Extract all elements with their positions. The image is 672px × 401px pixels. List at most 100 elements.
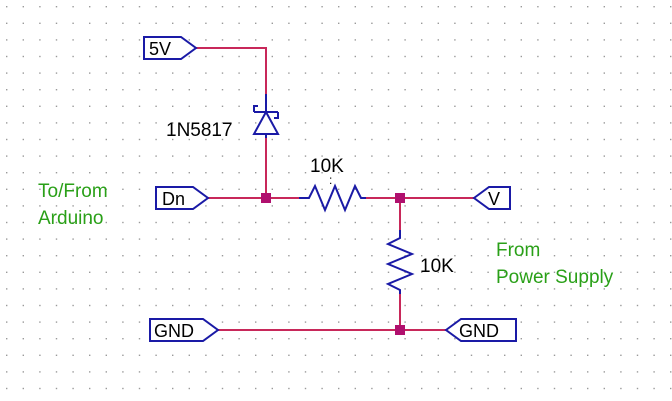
grid-dot bbox=[520, 138, 522, 141]
grid-dot bbox=[89, 39, 91, 41]
grid-dot bbox=[387, 321, 390, 323]
grid-dot bbox=[238, 138, 240, 141]
grid-dot bbox=[553, 288, 556, 290]
grid-dot bbox=[404, 39, 406, 41]
grid-dot bbox=[620, 155, 622, 157]
grid-dot bbox=[271, 387, 273, 390]
grid-dot bbox=[404, 105, 406, 107]
grid-dot bbox=[454, 338, 456, 340]
grid-dot bbox=[387, 255, 390, 257]
grid-dot bbox=[487, 55, 489, 58]
grid-dot bbox=[172, 122, 174, 124]
grid-dot bbox=[421, 221, 423, 224]
grid-dot bbox=[504, 105, 506, 107]
grid-dot bbox=[404, 55, 406, 58]
grid-dot bbox=[371, 371, 373, 373]
grid-dot bbox=[105, 138, 107, 141]
grid-dot bbox=[371, 221, 373, 224]
grid-dot bbox=[321, 321, 323, 323]
grid-dot bbox=[437, 338, 439, 340]
grid-dot bbox=[6, 288, 8, 290]
grid-dot bbox=[205, 6, 207, 8]
grid-dot bbox=[89, 288, 91, 290]
diode-1n5817 bbox=[252, 94, 280, 138]
grid-dot bbox=[354, 6, 356, 8]
grid-dot bbox=[122, 72, 124, 74]
grid-dot bbox=[454, 72, 456, 74]
grid-dot bbox=[520, 304, 522, 307]
grid-dot bbox=[105, 188, 107, 190]
grid-dot bbox=[387, 354, 390, 356]
grid-dot bbox=[653, 39, 655, 41]
grid-dot bbox=[371, 89, 373, 91]
grid-dot bbox=[603, 288, 605, 290]
grid-dot bbox=[255, 354, 257, 356]
grid-dot bbox=[537, 387, 539, 390]
grid-dot bbox=[105, 371, 107, 373]
grid-dot bbox=[304, 271, 307, 273]
grid-dot bbox=[39, 304, 41, 307]
grid-dot bbox=[620, 338, 622, 340]
grid-dot bbox=[404, 288, 406, 290]
grid-dot bbox=[288, 22, 290, 24]
grid-dot bbox=[537, 138, 539, 141]
grid-dot bbox=[188, 122, 190, 124]
grid-dot bbox=[670, 387, 672, 390]
grid-dot bbox=[404, 271, 406, 273]
grid-dot bbox=[221, 238, 224, 240]
grid-dot bbox=[138, 338, 141, 340]
grid-dot bbox=[454, 354, 456, 356]
grid-dot bbox=[470, 238, 473, 240]
grid-dot bbox=[255, 221, 257, 224]
grid-dot bbox=[338, 122, 340, 124]
grid-dot bbox=[653, 354, 655, 356]
grid-dot bbox=[371, 22, 373, 24]
grid-dot bbox=[553, 72, 556, 74]
grid-dot bbox=[553, 321, 556, 323]
grid-dot bbox=[603, 72, 605, 74]
grid-dot bbox=[404, 6, 406, 8]
grid-dot bbox=[537, 288, 539, 290]
grid-dot bbox=[72, 138, 74, 141]
grid-dot bbox=[504, 271, 506, 273]
grid-dot bbox=[487, 255, 489, 257]
grid-dot bbox=[487, 304, 489, 307]
grid-dot bbox=[454, 172, 456, 174]
grid-dot bbox=[72, 22, 74, 24]
grid-dot bbox=[238, 22, 240, 24]
grid-dot bbox=[670, 39, 672, 41]
grid-dot bbox=[288, 55, 290, 58]
grid-dot bbox=[520, 321, 522, 323]
grid-dot bbox=[520, 122, 522, 124]
grid-dot bbox=[404, 255, 406, 257]
grid-dot bbox=[421, 205, 423, 207]
grid-dot bbox=[670, 72, 672, 74]
grid-dot bbox=[487, 354, 489, 356]
grid-dot bbox=[238, 271, 240, 273]
grid-dot bbox=[570, 221, 572, 224]
grid-dot bbox=[504, 39, 506, 41]
grid-dot bbox=[271, 321, 273, 323]
grid-dot bbox=[321, 138, 323, 141]
wires bbox=[196, 47, 474, 331]
grid-dot bbox=[221, 22, 224, 24]
grid-dot bbox=[205, 39, 207, 41]
grid-dot bbox=[304, 255, 307, 257]
grid-dot bbox=[271, 39, 273, 41]
grid-dot bbox=[371, 205, 373, 207]
grid-dot bbox=[670, 138, 672, 141]
grid-dot bbox=[304, 354, 307, 356]
grid-dot bbox=[421, 39, 423, 41]
grid-dot bbox=[470, 6, 473, 8]
grid-dot bbox=[221, 122, 224, 124]
note-supply-line1: From bbox=[496, 240, 540, 261]
grid-dot bbox=[288, 105, 290, 107]
grid-dot bbox=[304, 55, 307, 58]
grid-dot bbox=[6, 338, 8, 340]
grid-dot bbox=[271, 255, 273, 257]
grid-dot bbox=[454, 205, 456, 207]
grid-dot bbox=[255, 205, 257, 207]
grid-dot bbox=[89, 55, 91, 58]
grid-dot bbox=[470, 39, 473, 41]
grid-dot bbox=[437, 55, 439, 58]
